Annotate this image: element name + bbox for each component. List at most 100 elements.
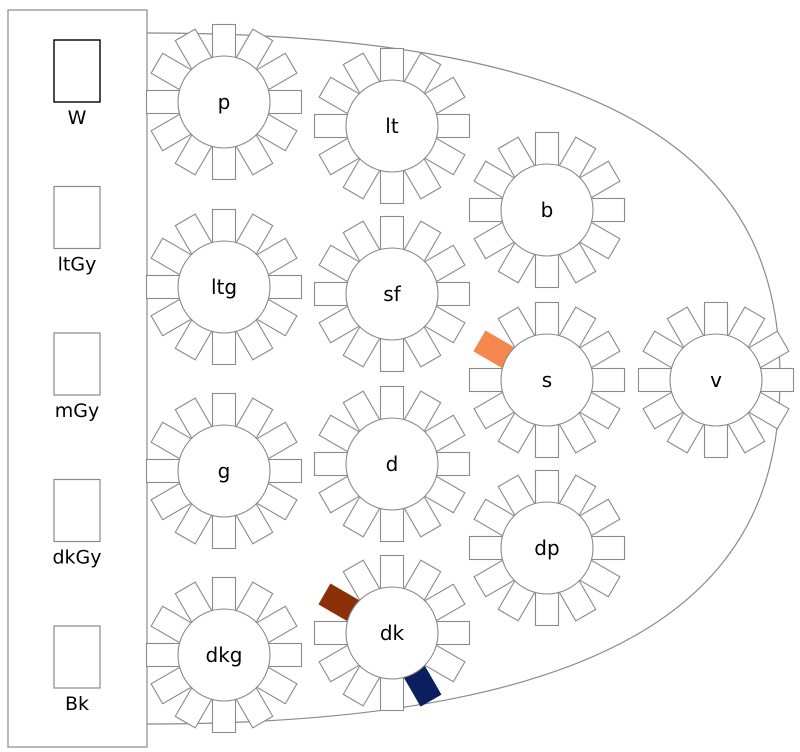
chair xyxy=(313,620,349,646)
table-label: dkg xyxy=(206,643,243,667)
table-label: dk xyxy=(380,621,405,645)
chair xyxy=(145,89,181,115)
table-p: p xyxy=(145,23,303,181)
chair xyxy=(534,131,560,167)
chair xyxy=(313,113,349,139)
swatch-box xyxy=(53,478,101,543)
table-top xyxy=(345,247,439,341)
chair xyxy=(313,451,349,477)
chair xyxy=(379,169,405,205)
chair xyxy=(211,576,237,612)
chair xyxy=(590,535,626,561)
chair xyxy=(267,89,303,115)
chair xyxy=(145,458,181,484)
chair xyxy=(211,208,237,244)
table-g: g xyxy=(145,392,303,550)
swatch-dkgy: dkGy xyxy=(52,478,102,569)
swatch-label: ltGy xyxy=(58,254,97,276)
chair xyxy=(379,47,405,83)
table-label: sf xyxy=(383,282,401,306)
chair xyxy=(534,469,560,505)
table-d: d xyxy=(313,385,471,543)
table-label: g xyxy=(218,459,231,483)
table-b: b xyxy=(468,131,626,289)
chair xyxy=(435,620,471,646)
table-top xyxy=(345,417,439,511)
table-dk: dk xyxy=(313,554,471,712)
chair xyxy=(145,642,181,668)
chair xyxy=(637,367,673,393)
table-top xyxy=(177,240,271,334)
table-lt: lt xyxy=(313,47,471,205)
chair xyxy=(468,367,504,393)
chair xyxy=(534,423,560,459)
chair xyxy=(267,274,303,300)
chair xyxy=(379,507,405,543)
swatch-w: W xyxy=(53,39,101,129)
table-label: s xyxy=(542,368,552,392)
chair xyxy=(468,197,504,223)
chair xyxy=(435,113,471,139)
swatch-box xyxy=(53,39,101,103)
chair xyxy=(590,197,626,223)
chair xyxy=(211,392,237,428)
chair xyxy=(211,145,237,181)
table-dkg: dkg xyxy=(145,576,303,734)
chair xyxy=(435,451,471,477)
table-label: dp xyxy=(534,536,559,560)
table-top xyxy=(669,333,763,427)
table-v: v xyxy=(637,301,795,459)
table-top xyxy=(500,501,594,595)
chair xyxy=(211,330,237,366)
table-ltg: ltg xyxy=(145,208,303,366)
chair xyxy=(379,337,405,373)
swatch-ltgy: ltGy xyxy=(53,185,101,276)
table-top xyxy=(345,586,439,680)
table-top xyxy=(177,424,271,518)
table-dp: dp xyxy=(468,469,626,627)
swatch-bk: Bk xyxy=(53,625,101,715)
swatch-label: W xyxy=(68,107,87,129)
table-top xyxy=(500,163,594,257)
chair xyxy=(703,301,729,337)
chair xyxy=(211,514,237,550)
table-top xyxy=(345,79,439,173)
table-label: v xyxy=(710,368,722,392)
swatch-mgy: mGy xyxy=(53,332,101,422)
table-label: d xyxy=(386,452,399,476)
swatch-box xyxy=(53,332,101,396)
swatch-box xyxy=(53,185,101,250)
chair xyxy=(534,253,560,289)
chair xyxy=(468,535,504,561)
chair xyxy=(590,367,626,393)
chair xyxy=(534,591,560,627)
chair xyxy=(267,458,303,484)
chair xyxy=(379,554,405,590)
chair xyxy=(759,367,795,393)
chair xyxy=(534,301,560,337)
chair xyxy=(145,274,181,300)
table-label: ltg xyxy=(211,275,237,299)
table-label: p xyxy=(218,90,231,114)
swatch-label: Bk xyxy=(65,693,89,715)
swatch-label: dkGy xyxy=(52,547,101,569)
chair xyxy=(211,23,237,59)
table-s: s xyxy=(468,301,626,459)
chair xyxy=(313,281,349,307)
table-list: p lt b ltg sf s v g d dp dkg dk xyxy=(145,23,795,734)
chair xyxy=(267,642,303,668)
swatch-box xyxy=(53,625,101,689)
chair xyxy=(703,423,729,459)
chair xyxy=(379,385,405,421)
chair xyxy=(435,281,471,307)
swatch-label: mGy xyxy=(55,400,99,422)
table-top xyxy=(500,333,594,427)
chair xyxy=(211,698,237,734)
table-sf: sf xyxy=(313,215,471,373)
table-label: lt xyxy=(385,114,399,138)
chair xyxy=(379,215,405,251)
table-top xyxy=(177,608,271,702)
table-label: b xyxy=(541,198,554,222)
